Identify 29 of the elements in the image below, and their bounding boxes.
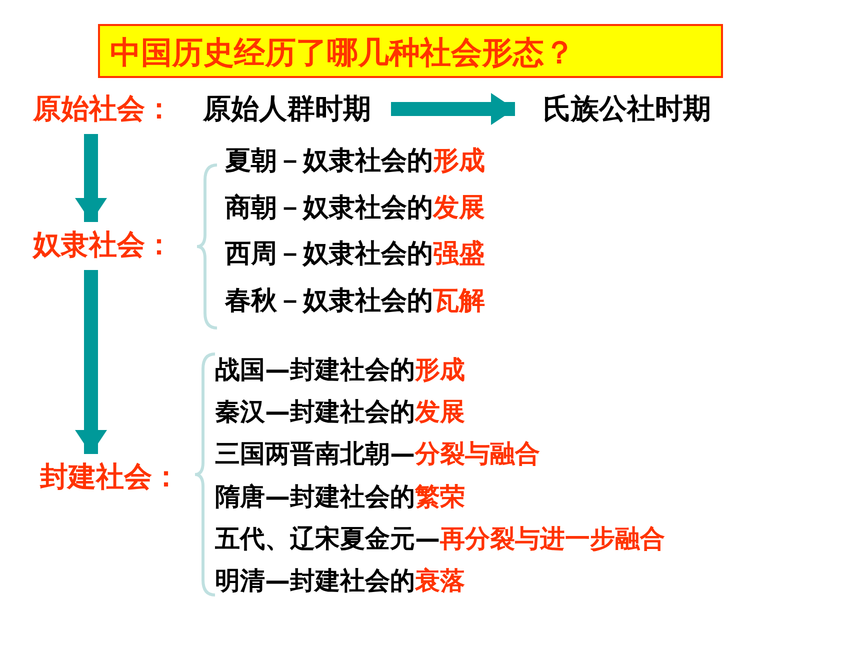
period-text: 夏朝－奴隶社会的 — [225, 145, 433, 178]
block-arrow — [75, 270, 107, 454]
title-banner: 中国历史经历了哪几种社会形态？ — [98, 24, 723, 78]
highlight-text: 瓦解 — [433, 284, 485, 318]
period-text: 战国—封建社会的 — [215, 354, 415, 386]
period-text: 隋唐—封建社会的 — [215, 480, 415, 513]
period-text: 商朝－奴隶社会的 — [225, 192, 433, 224]
block-arrow — [75, 134, 107, 222]
period-text: 三国两晋南北朝— — [215, 438, 415, 470]
category-label: 原始社会： — [33, 92, 173, 126]
period-label: 氏族公社时期 — [543, 92, 711, 126]
highlight-text: 发展 — [433, 192, 485, 224]
period-label: 原始人群时期 — [203, 92, 371, 126]
highlight-text: 衰落 — [415, 565, 465, 597]
period-text: 五代、辽宋夏金元— — [215, 522, 440, 555]
highlight-text: 强盛 — [433, 238, 485, 271]
period-text: 西周－奴隶社会的 — [225, 238, 433, 271]
highlight-text: 发展 — [415, 396, 465, 428]
category-label: 奴隶社会： — [33, 228, 173, 262]
block-arrow — [391, 93, 515, 125]
highlight-text: 再分裂与进一步融合 — [440, 522, 665, 555]
category-label: 封建社会： — [40, 460, 180, 494]
period-text: 春秋－奴隶社会的 — [225, 284, 433, 318]
highlight-text: 形成 — [415, 354, 465, 386]
highlight-text: 繁荣 — [415, 480, 465, 513]
highlight-text: 形成 — [433, 145, 485, 178]
period-text: 明清—封建社会的 — [215, 565, 415, 597]
period-text: 秦汉—封建社会的 — [215, 396, 415, 428]
highlight-text: 分裂与融合 — [415, 438, 540, 470]
